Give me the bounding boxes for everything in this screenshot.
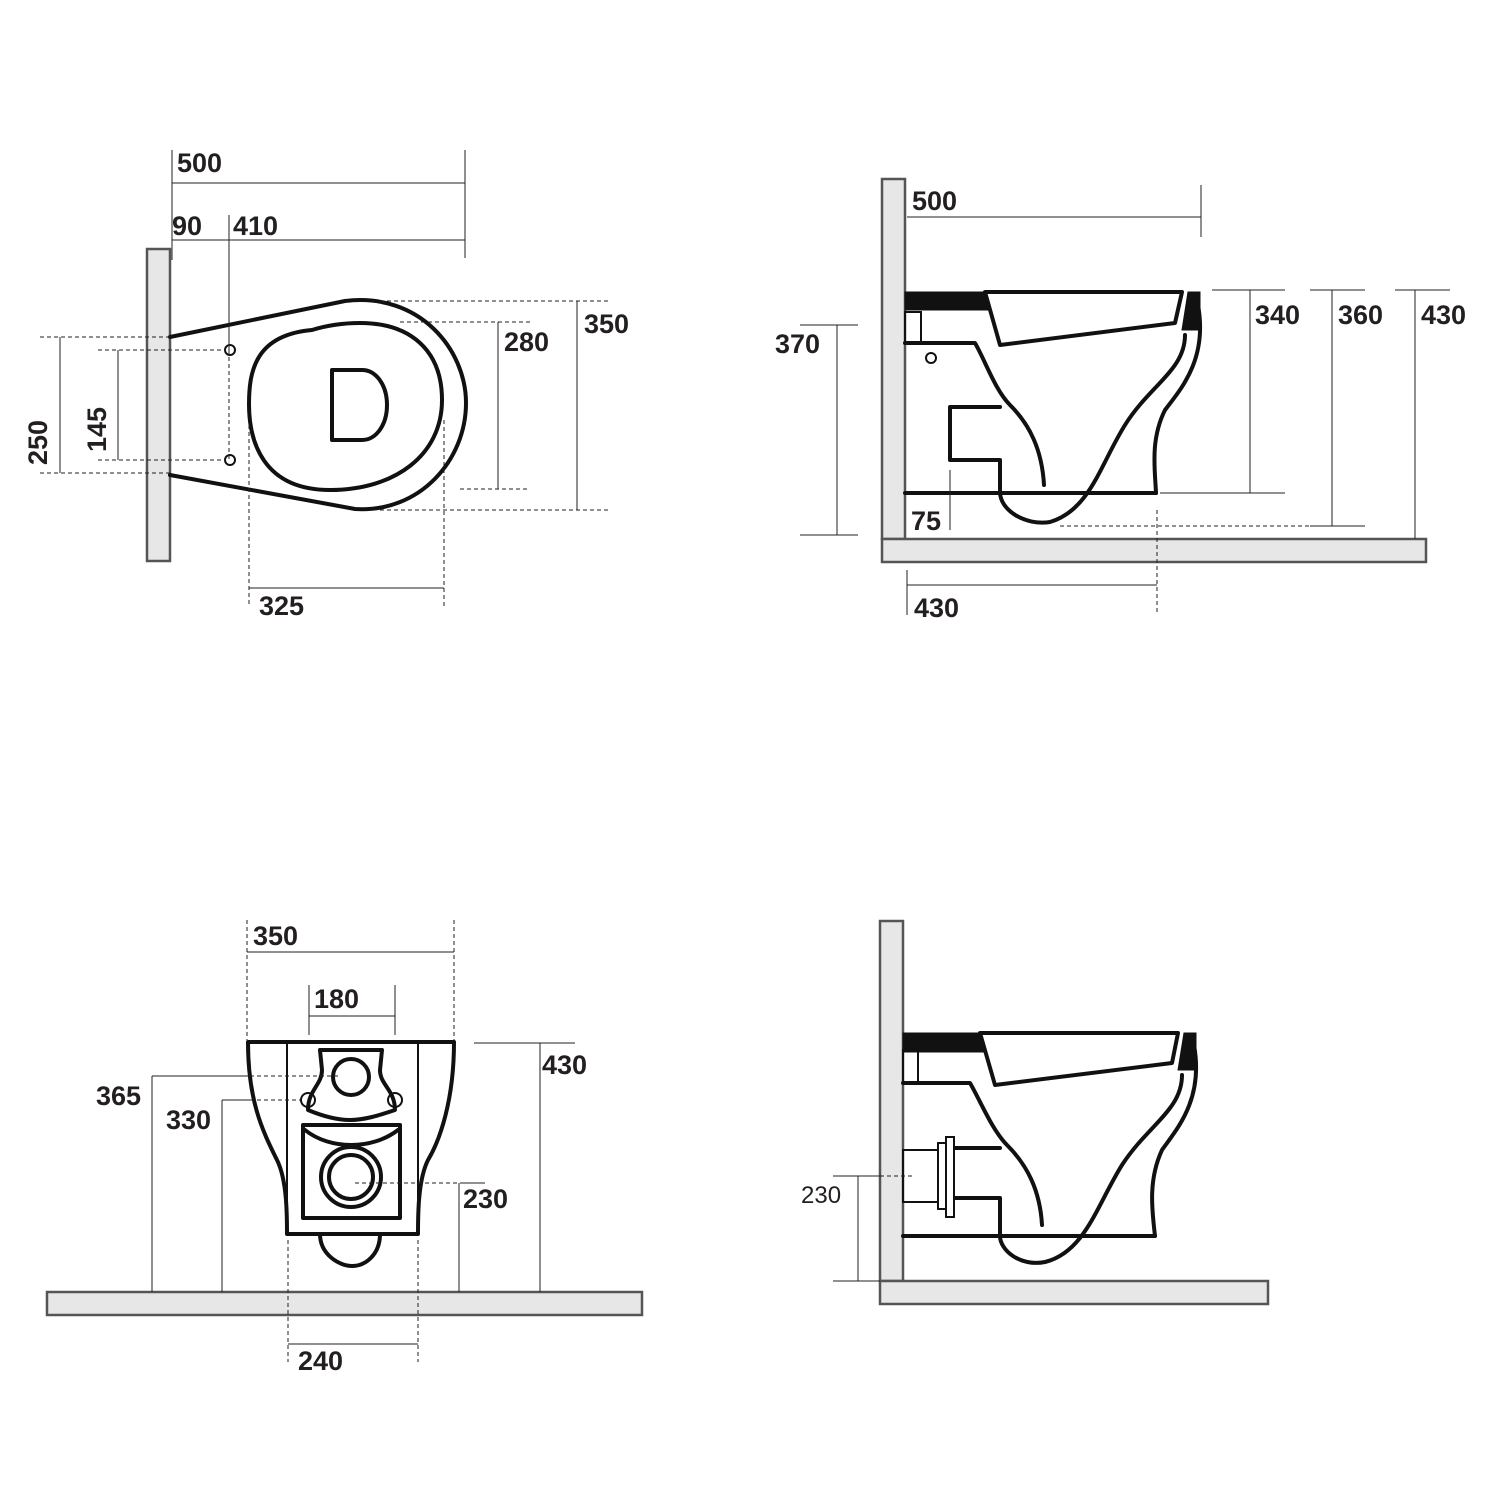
side-outlet-view-connector [902,1136,955,1218]
side-view-mount-bar [904,291,991,311]
dim-fixing-to-front-label: 410 [233,211,278,241]
side-outlet-view-labels: 230 [801,1182,841,1209]
top-view: 500 90 410 280 350 325 250 145 [23,148,629,621]
side-view-dimension-lines [800,185,1450,615]
side-outlet-view-inlet-pipe [902,1049,919,1083]
front-view-outlet-hole [327,1153,375,1201]
side-outlet-view-seat-lid [978,1031,1180,1087]
dim-front-outlet-height-label: 230 [463,1184,508,1214]
dim-bowl-outer-width-label: 350 [584,309,629,339]
side-view: 500 370 340 360 430 75 430 [775,177,1466,623]
side-outlet-view-front-curve [1150,1043,1199,1238]
side-view-outlet-spigot [948,405,1002,494]
front-view-fixing-hole-right [387,1092,403,1108]
side-view-inlet-pipe [904,311,922,343]
side-outlet-view-dimension-lines [833,1175,915,1282]
side-view-labels: 500 370 340 360 430 75 430 [775,186,1466,623]
dim-fixing-height-label: 370 [775,329,820,359]
dim-bowl-opening-length-label: 325 [259,591,304,621]
front-view-outlet-ring [319,1145,383,1209]
dim-fixing-centres-label: 240 [298,1346,343,1376]
side-view-trap-outer [998,333,1187,525]
top-view-wall [145,247,172,563]
front-view-dimension-lines [151,920,575,1362]
top-view-bowl-opening [247,321,444,492]
side-view-trap-inner [903,341,1046,487]
front-view: 350 180 430 365 330 230 240 [45,920,644,1376]
side-outlet-view-trap-outer [998,1073,1184,1265]
dim-wall-plate-height-label: 250 [23,420,53,465]
side-view-front-curve [1152,303,1203,495]
side-outlet-view-wall [878,919,905,1283]
side-outlet-view-trap-inner [901,1081,1044,1227]
side-outlet-view: 230 [801,919,1270,1306]
top-view-outlet-shape [330,368,389,442]
front-view-floor [45,1290,644,1317]
dim-overall-height-label: 430 [1421,300,1466,330]
dim-inlet-height-label: 365 [96,1081,141,1111]
dim-overall-width-label: 350 [253,921,298,951]
dim-outlet-distance-label: 430 [914,593,959,623]
dim-front-fixing-height-label: 330 [166,1105,211,1135]
front-view-labels: 350 180 430 365 330 230 240 [96,921,587,1376]
front-view-outlet-frame [301,1123,402,1220]
dim-front-overall-height-label: 430 [542,1050,587,1080]
side-view-seat-lid [983,290,1184,347]
dim-lowest-point-label: 360 [1338,300,1383,330]
front-view-fixing-hole-left [300,1092,316,1108]
dim-inlet-offset-label: 75 [911,506,941,536]
front-view-trap [318,1232,382,1268]
dim-fixing-spacing-label: 145 [82,407,112,452]
dim-wall-to-fixing-label: 90 [172,211,202,241]
top-view-labels: 500 90 410 280 350 325 250 145 [23,148,629,621]
dim-bowl-inner-width-label: 280 [504,327,549,357]
side-view-wall [880,177,907,541]
top-view-fixing-hole-lower [224,454,236,466]
side-outlet-view-spigot [953,1146,1002,1238]
dim-rim-height-label: 340 [1255,300,1300,330]
top-view-fixing-hole-upper [224,344,236,356]
side-view-fixing-hole [925,352,937,364]
front-view-outlet-hood [303,1128,400,1147]
top-view-dimension-lines [40,150,610,607]
dim-projection-label: 500 [912,186,957,216]
side-outlet-view-floor [878,1279,1270,1306]
front-view-inlet-hole [331,1057,371,1097]
top-view-bowl-outline [168,298,468,512]
dim-side-outlet-height-label: 230 [801,1182,841,1209]
dim-inlet-width-label: 180 [314,984,359,1014]
side-view-floor [880,537,1428,564]
dim-overall-length-label: 500 [177,148,222,178]
